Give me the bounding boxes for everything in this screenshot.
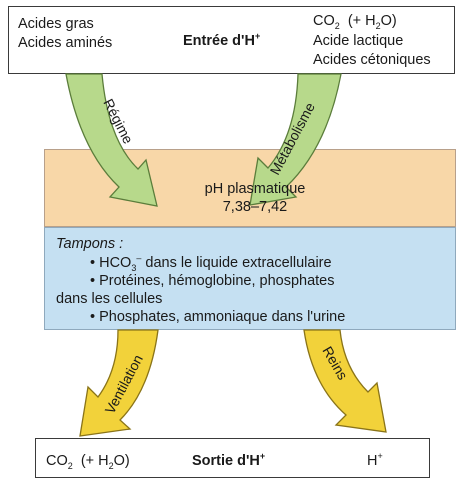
ph-label: pH plasmatique xyxy=(204,181,306,197)
ventilation-arrow-label: Ventilation xyxy=(102,352,146,417)
kidneys-arrow-label: Reins xyxy=(319,344,351,383)
buffers-item-phosphates: • Phosphates, ammoniaque dans l'urine xyxy=(90,309,346,325)
exit-co2: CO2 (+ H2O) xyxy=(46,453,130,471)
entry-lactic-acid: Acide lactique xyxy=(313,33,404,49)
exit-hydrogen: H+ xyxy=(367,451,383,469)
buffers-item-bicarbonate: • HCO3– dans le liquide extracellulaire xyxy=(90,253,332,273)
hydrogen-entry-box xyxy=(8,6,455,74)
entry-fatty-acids: Acides gras xyxy=(18,16,94,32)
exit-title: Sortie d'H+ xyxy=(192,451,266,469)
entry-title: Entrée d'H+ xyxy=(183,31,261,49)
ventilation-arrow: Ventilation xyxy=(79,329,159,437)
diet-arrow-label: Régime xyxy=(100,96,136,146)
buffers-item-proteins-cont: dans les cellules xyxy=(56,291,163,307)
entry-amino-acids: Acides aminés xyxy=(18,35,113,51)
buffers-title: Tampons : xyxy=(56,236,124,252)
buffers-item-proteins: • Protéines, hémoglobine, phosphates xyxy=(90,273,335,289)
entry-ketone-acids: Acides cétoniques xyxy=(313,52,431,68)
entry-co2: CO2 (+ H2O) xyxy=(313,13,397,31)
hydrogen-exit-box xyxy=(35,438,430,478)
ph-range: 7,38–7,42 xyxy=(222,199,288,215)
buffer-box xyxy=(44,227,456,330)
kidneys-arrow: Reins xyxy=(303,329,387,433)
